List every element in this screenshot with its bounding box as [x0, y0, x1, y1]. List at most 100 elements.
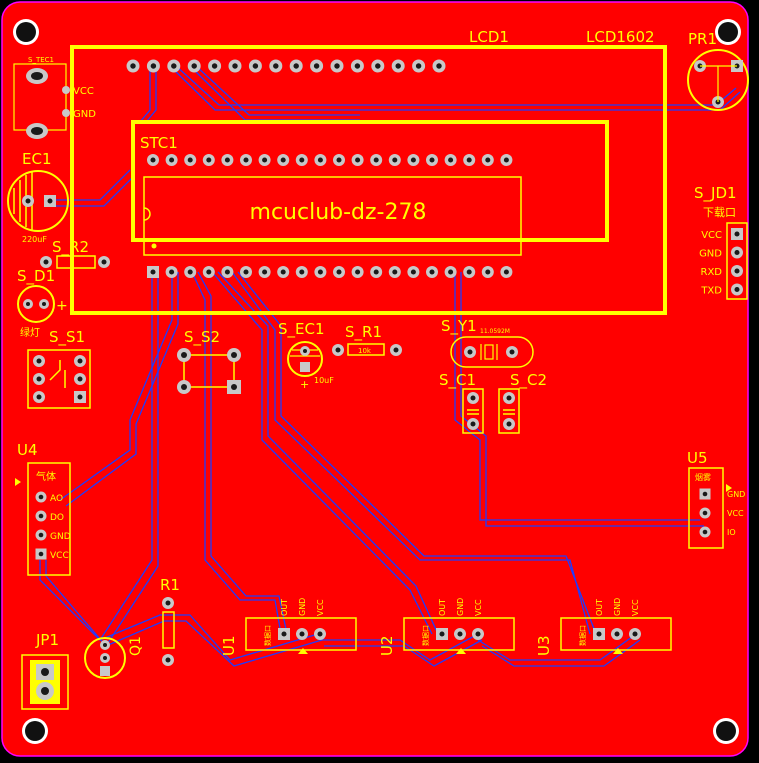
sy1-value: 11.0592M [480, 328, 510, 335]
sensor-pin-label: GND [456, 598, 465, 616]
u4-pin-label: DO [50, 513, 64, 523]
sjd1-pin-label: GND [699, 249, 722, 260]
chip-body [143, 176, 522, 256]
capacitor-icon [7, 170, 69, 232]
sensor-pin-label: VCC [474, 599, 483, 616]
ss2-outline [183, 354, 235, 388]
u4-ref: U4 [17, 441, 38, 459]
tec-ref: S_TEC1 [28, 56, 54, 64]
sec1-ref: S_EC1 [278, 320, 325, 339]
sensor-note: 数据口 [578, 625, 587, 646]
sr2-body [56, 255, 96, 269]
q1-ref: Q1 [128, 636, 144, 656]
sd1-plus: + [56, 298, 68, 314]
sensor-ref: U3 [535, 635, 553, 656]
sc1-outline [462, 388, 484, 434]
sd1-note: 绿灯 [20, 326, 40, 339]
sjd1-outline [726, 222, 748, 300]
u4-note: 气体 [36, 470, 56, 483]
sec1-plus: + [300, 378, 309, 391]
mounting-holes [13, 19, 741, 744]
pr1-outline [687, 49, 749, 111]
sensor-outline [560, 617, 672, 651]
stc-ref: STC1 [140, 134, 178, 152]
jp1-ref: JP1 [35, 631, 59, 649]
sensor-pin-label: VCC [316, 599, 325, 616]
sd1-ref: S_D1 [17, 267, 55, 286]
sensor-pin-label: OUT [438, 599, 447, 616]
jp1-outline [21, 654, 69, 710]
u5-pin-label: GND [727, 490, 745, 499]
led-icon [17, 285, 55, 323]
pad-icon [62, 86, 70, 94]
sr1-ref: S_R1 [345, 323, 382, 342]
u5-ref: U5 [687, 449, 708, 467]
u5-outline [688, 467, 724, 549]
ss1-outline [27, 349, 91, 409]
stc-outline [131, 120, 609, 242]
sr2-ref: S_R2 [52, 238, 89, 257]
r1-body [162, 611, 175, 649]
tec-gnd: GND [73, 109, 96, 120]
pad-icon [300, 362, 310, 372]
pad-icon [100, 666, 110, 676]
sensor-pin-label: GND [298, 598, 307, 616]
lcd-ref: LCD1 [469, 28, 509, 46]
sensor-pin-label: GND [613, 598, 622, 616]
sensor-outline [245, 617, 357, 651]
sensor-note: 数据口 [263, 625, 272, 646]
ec1-value: 220uF [22, 235, 47, 244]
sensor-u1: U1 数据口 OUT GND VCC [220, 598, 357, 656]
chip-notch [143, 207, 151, 221]
sensor-pin-label: OUT [595, 599, 604, 616]
sensor-ref: U1 [220, 635, 238, 656]
sensor-u3: U3 数据口 OUT GND VCC [535, 598, 672, 656]
ss2-ref: S_S2 [184, 328, 220, 347]
chip-marking: mcuclub-dz-278 [250, 200, 427, 225]
chip-pin1-dot [151, 243, 157, 249]
sr1-value: 10k [358, 347, 372, 355]
u5-pins: GND VCC IO [699, 488, 745, 538]
sc2-outline [498, 388, 520, 434]
u5-pin-label: VCC [727, 509, 744, 518]
lcd-header-pins [126, 59, 446, 73]
q1-outline [84, 637, 126, 679]
u4-outline [27, 462, 71, 576]
lcd-outline [70, 45, 667, 315]
ss1-ref: S_S1 [49, 328, 85, 347]
sensor-ref: U2 [378, 635, 396, 656]
u4-pin-label: AO [50, 494, 63, 504]
board-substrate [1, 1, 749, 757]
pr1-ref: PR1 [688, 30, 717, 48]
sjd1-pins: VCC GND RXD TXD [699, 228, 743, 297]
chip-pins [147, 154, 513, 278]
crystal-icon [450, 336, 534, 368]
sjd1-pin-label: TXD [700, 286, 722, 297]
r1-ref: R1 [160, 576, 180, 594]
sjd1-ref: S_JD1 [694, 184, 737, 203]
sr1-body [347, 343, 385, 356]
ec1-ref: EC1 [22, 150, 52, 168]
sc1-ref: S_C1 [439, 371, 476, 390]
sensor-u2: U2 数据口 OUT GND VCC [378, 598, 515, 656]
pad-icon [62, 109, 70, 117]
capacitor-icon [287, 341, 323, 377]
sjd1-pin-label: RXD [701, 267, 723, 278]
u5-pin-label: IO [727, 528, 736, 537]
sensor-note: 数据口 [421, 625, 430, 646]
sjd1-pin-label: VCC [701, 230, 722, 241]
sec1-value: 10uF [314, 376, 334, 385]
sy1-ref: S_Y1 [441, 317, 477, 336]
sjd1-note: 下载口 [703, 206, 736, 219]
lcd-value: LCD1602 [586, 28, 655, 46]
u4-pins: AO DO GND VCC [35, 491, 71, 561]
u4-pin-label: GND [50, 532, 71, 542]
sc2-ref: S_C2 [510, 371, 547, 390]
tec-vcc: VCC [73, 86, 94, 97]
u4-pin-label: VCC [50, 551, 69, 561]
sensor-pin-label: OUT [280, 599, 289, 616]
sensor-pin-label: VCC [631, 599, 640, 616]
sensor-outline [403, 617, 515, 651]
u5-note: 烟雾 [695, 473, 711, 482]
